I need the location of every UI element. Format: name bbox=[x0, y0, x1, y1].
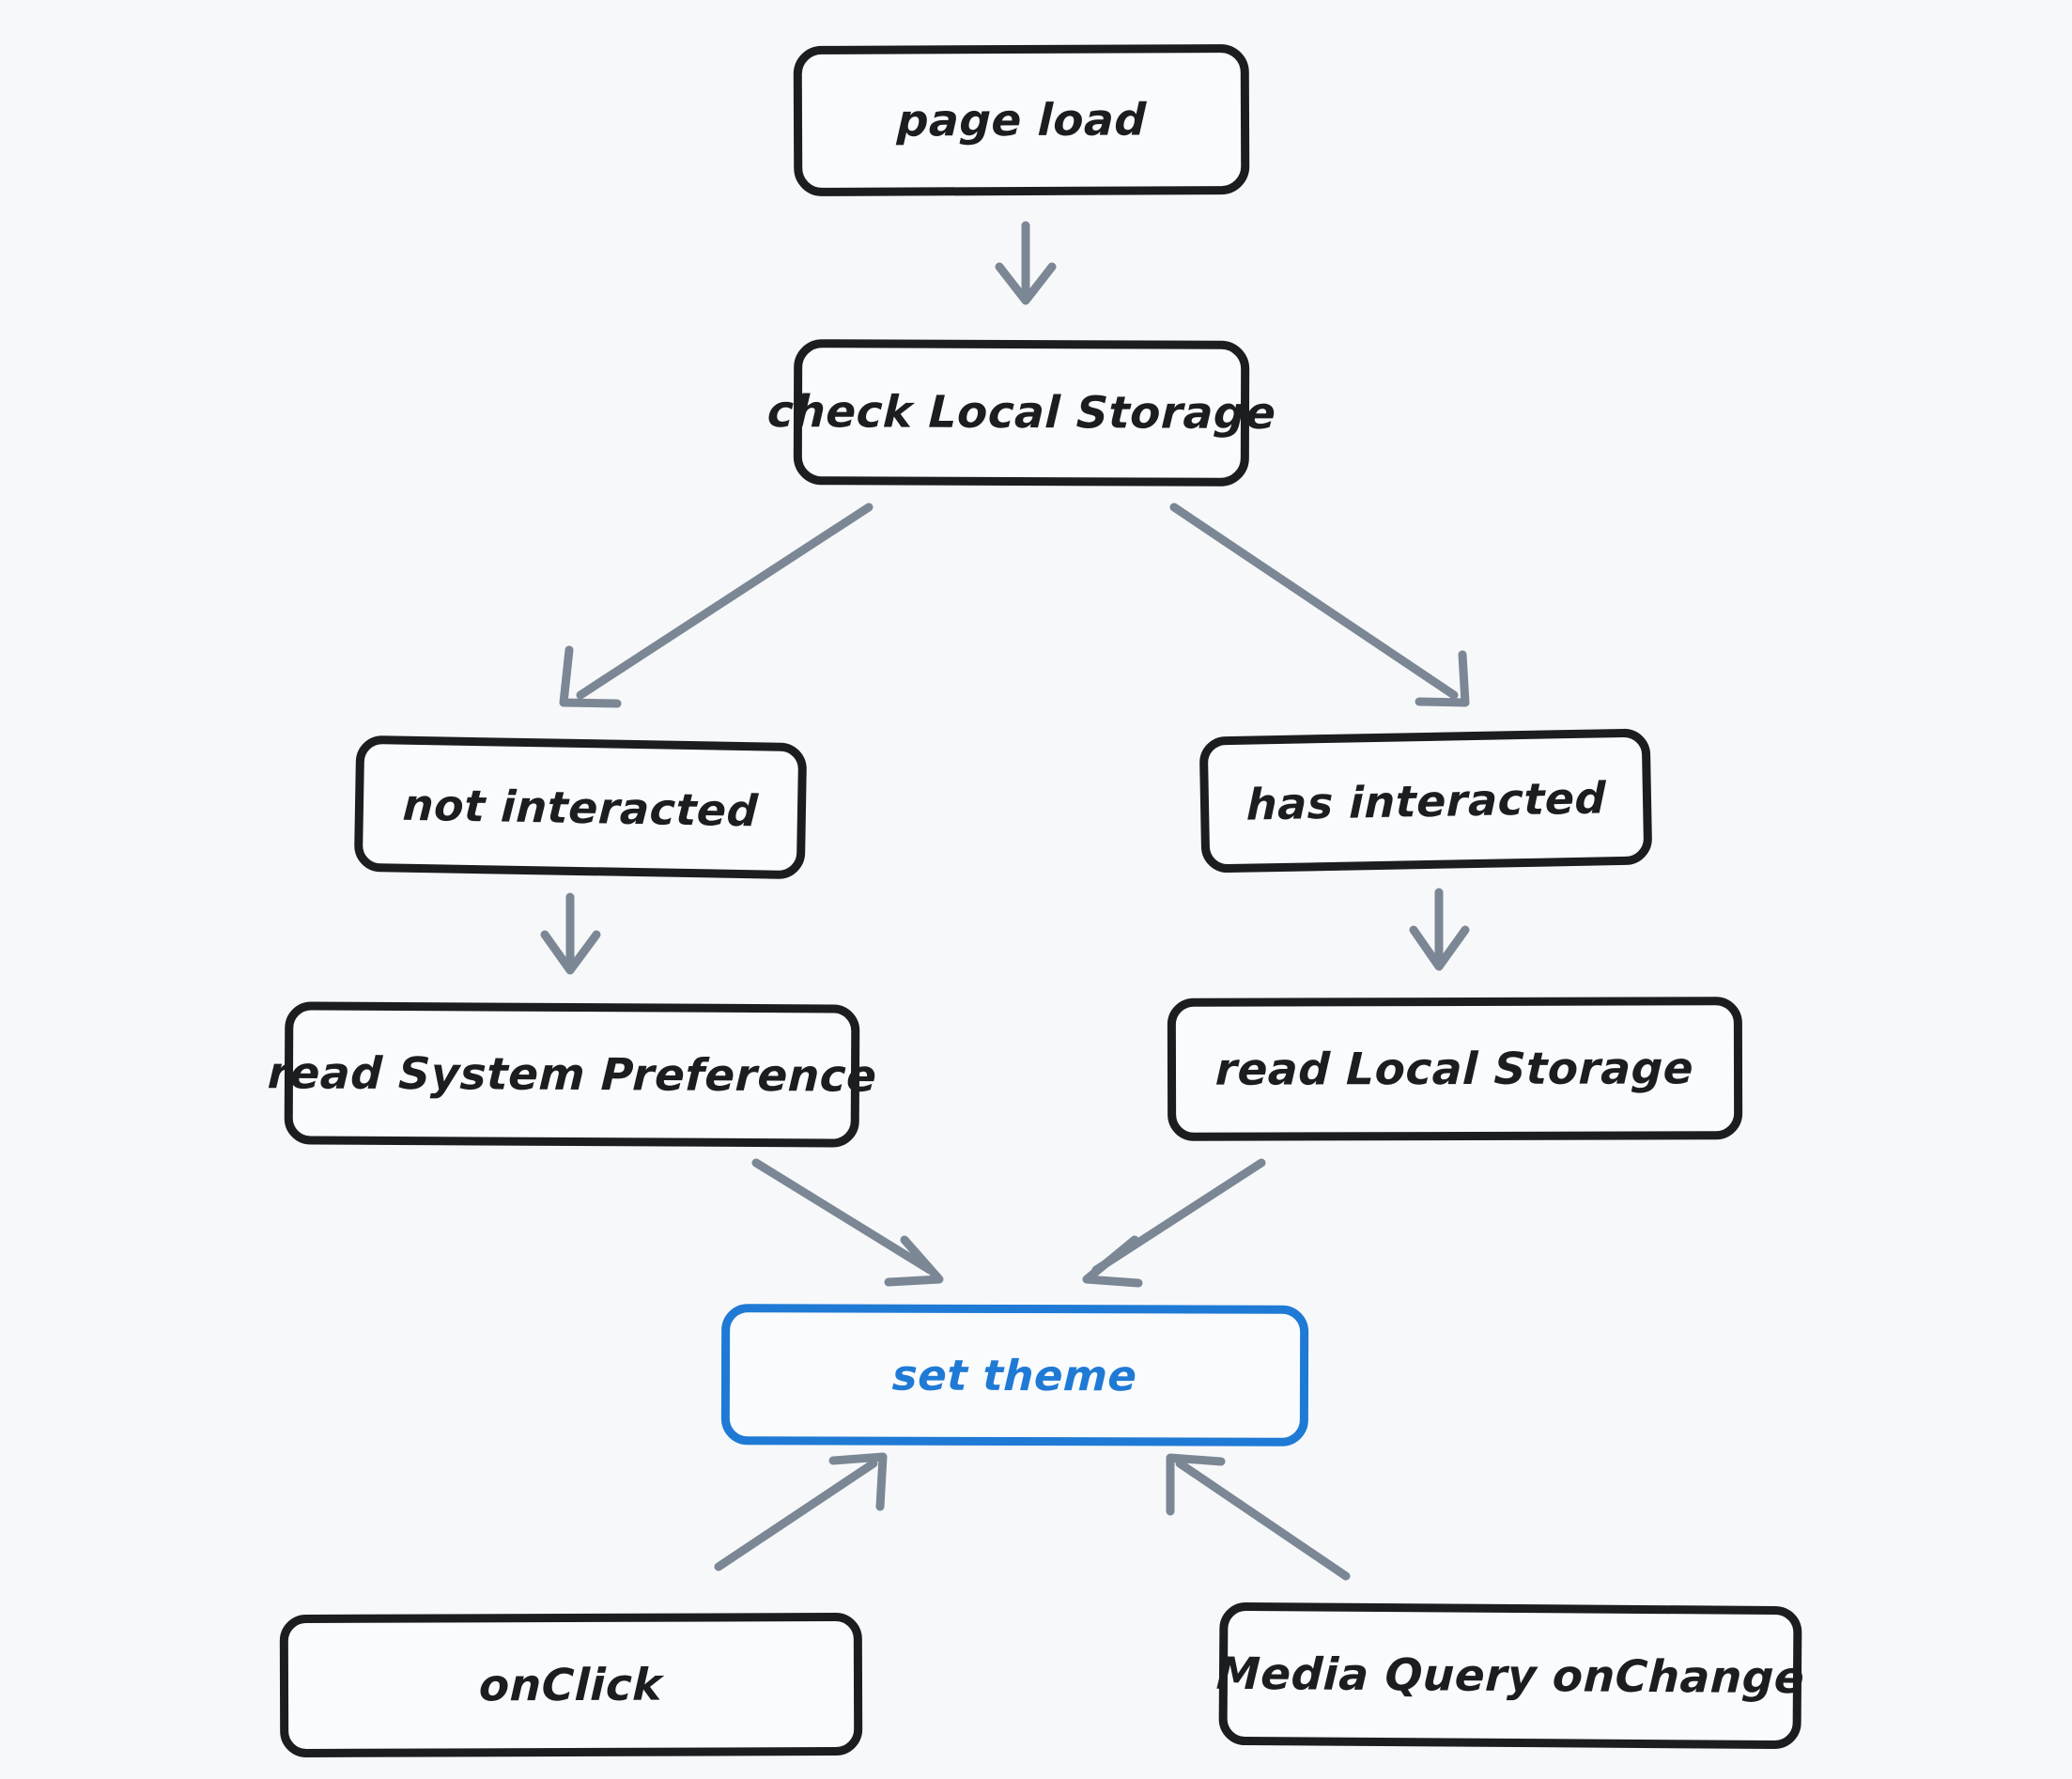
node-label: read System Preference bbox=[266, 1046, 878, 1103]
node-label: check Local Storage bbox=[765, 386, 1277, 440]
edge-not-interacted-to-read-system bbox=[540, 892, 601, 975]
edge-page-load-to-check-local bbox=[995, 221, 1057, 305]
node-label: has interacted bbox=[1245, 771, 1606, 830]
node-onclick[interactable]: onClick bbox=[279, 1612, 863, 1758]
node-label: not interacted bbox=[401, 779, 760, 836]
node-media-query-onchange[interactable]: Media Query onChange bbox=[1215, 1601, 1805, 1750]
edge-check-local-to-not-interacted bbox=[559, 503, 874, 708]
node-label: read Local Storage bbox=[1214, 1042, 1695, 1096]
node-label: page load bbox=[895, 93, 1148, 147]
edge-media-query-to-set-theme bbox=[1166, 1453, 1351, 1581]
edge-read-local-to-set-theme bbox=[1082, 1158, 1266, 1288]
node-label: Media Query onChange bbox=[1214, 1648, 1806, 1704]
node-set-theme[interactable]: set theme bbox=[720, 1304, 1309, 1446]
node-page-load[interactable]: page load bbox=[793, 43, 1250, 197]
node-read-system-preference[interactable]: read System Preference bbox=[267, 1001, 877, 1148]
edge-check-local-to-has-interacted bbox=[1169, 503, 1470, 707]
node-read-local-storage[interactable]: read Local Storage bbox=[1167, 997, 1743, 1141]
node-label: set theme bbox=[891, 1350, 1138, 1400]
edge-has-interacted-to-read-local bbox=[1409, 888, 1470, 971]
node-has-interacted[interactable]: has interacted bbox=[1198, 728, 1653, 874]
node-not-interacted[interactable]: not interacted bbox=[353, 735, 808, 880]
node-check-local-storage[interactable]: check Local Storage bbox=[766, 339, 1276, 487]
edge-read-system-to-set-theme bbox=[751, 1158, 944, 1287]
edge-onclick-to-set-theme bbox=[714, 1452, 888, 1571]
node-label: onClick bbox=[478, 1659, 664, 1711]
